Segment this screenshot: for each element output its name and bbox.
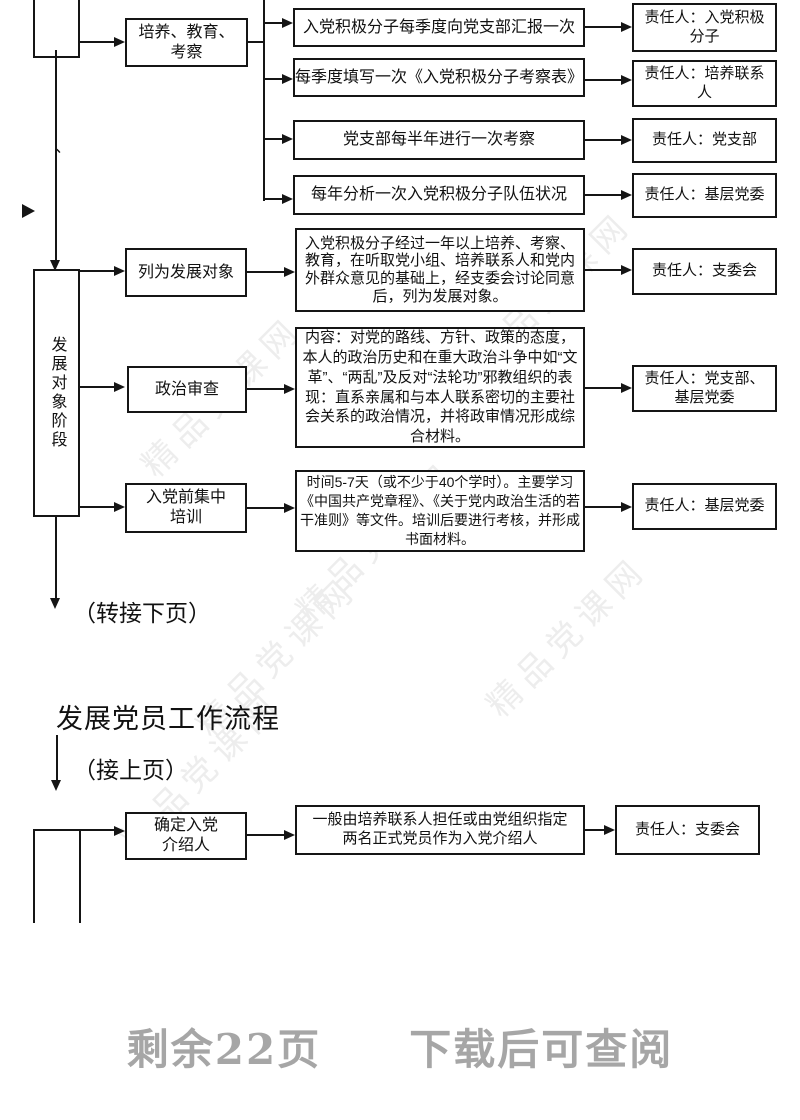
flow-box-halfyear-inspect: 党支部每半年进行一次考察 — [293, 120, 585, 160]
arrow-right-icon — [282, 74, 293, 84]
flow-box-cultivate-educate-inspect: 培养、教育、 考察 — [125, 18, 248, 67]
page-title: 发展党员工作流程 — [56, 704, 280, 734]
arrow-right-icon — [621, 383, 632, 393]
watermark-text: 精品党课网 — [479, 549, 656, 725]
arrow-right-icon — [621, 75, 632, 85]
flow-box-political-review: 政治审查 — [127, 366, 247, 413]
responsible-box: 责任人：支委会 — [615, 805, 760, 855]
connector-line — [33, 0, 35, 58]
arrow-right-icon — [621, 22, 632, 32]
flow-box-quarterly-form: 每季度填写一次《入党积极分子考察表》 — [293, 58, 585, 97]
flow-box-quarterly-report: 入党积极分子每季度向党支部汇报一次 — [293, 8, 585, 47]
connector-line — [80, 386, 114, 388]
connector-line — [78, 0, 80, 58]
connector-line — [33, 829, 114, 831]
responsible-box: 责任人：支委会 — [632, 248, 777, 295]
connector-line — [80, 41, 114, 43]
arrow-right-icon — [621, 135, 632, 145]
responsible-box: 责任人：党支部 — [632, 118, 777, 163]
connector-line — [585, 506, 621, 508]
arrow-down-icon — [50, 598, 60, 609]
arrow-right-icon — [282, 18, 293, 28]
responsible-box: 责任人：基层党委 — [632, 173, 777, 218]
from-prev-page-note: （接上页） — [73, 757, 188, 783]
connector-line — [585, 79, 621, 81]
connector-line — [247, 388, 284, 390]
arrow-right-icon — [114, 266, 125, 276]
connector-line — [248, 41, 264, 43]
to-next-page-note: （转接下页） — [73, 600, 211, 626]
arrow-right-icon — [284, 267, 295, 277]
arrow-right-icon — [284, 384, 295, 394]
connector-line — [247, 507, 284, 509]
connector-line — [33, 829, 35, 923]
connector-line — [264, 198, 282, 200]
connector-line — [247, 834, 284, 836]
arrow-right-icon — [284, 503, 295, 513]
connector-line — [264, 22, 282, 24]
description-box-list-as-target: 入党积极分子经过一年以上培养、考察、教育，在听取党小组、培养联系人和党内外群众意… — [295, 228, 585, 312]
arrow-right-icon — [114, 382, 125, 392]
flow-box-pre-admission-training: 入党前集中 培训 — [125, 483, 247, 533]
connector-line — [79, 829, 81, 923]
responsible-box: 责任人：入党积极 分子 — [632, 3, 777, 52]
remaining-pages-note: 剩余22页 下载后可查阅 — [126, 1025, 674, 1074]
connector-line — [585, 26, 621, 28]
connector-line — [55, 50, 57, 260]
responsible-box: 责任人：培养联系 人 — [632, 60, 777, 107]
description-box-political-review: 内容：对党的路线、方针、政策的态度，本人的政治历史和在重大政治斗争中如“文革”、… — [295, 327, 585, 448]
connector-line — [585, 139, 621, 141]
connector-line — [585, 269, 621, 271]
connector-line — [56, 735, 58, 780]
connector-line — [247, 271, 284, 273]
arrow-down-icon — [51, 780, 61, 791]
arrow-right-icon — [114, 502, 125, 512]
flow-box-list-as-target: 列为发展对象 — [125, 248, 247, 297]
arrow-down-icon — [50, 260, 60, 271]
connector-line — [585, 829, 604, 831]
connector-line — [264, 138, 282, 140]
arrow-right-icon — [22, 204, 35, 218]
flow-box-confirm-introducer: 确定入党 介绍人 — [125, 812, 247, 860]
description-box-introducer: 一般由培养联系人担任或由党组织指定 两名正式党员作为入党介绍人 — [295, 805, 585, 855]
arrow-right-icon — [114, 37, 125, 47]
arrow-right-icon — [284, 830, 295, 840]
arrow-right-icon — [621, 502, 632, 512]
description-box-training: 时间5-7天（或不少于40个学时）。主要学习《中国共产党章程》、《关于党内政治生… — [295, 470, 585, 552]
arrow-right-icon — [114, 826, 125, 836]
connector-line — [585, 387, 621, 389]
flow-box-annual-analysis: 每年分析一次入党积极分子队伍状况 — [293, 175, 585, 215]
connector-line — [264, 78, 282, 80]
responsible-box: 责任人：党支部、 基层党委 — [632, 365, 777, 412]
connector-line — [80, 506, 114, 508]
arrow-right-icon — [604, 825, 615, 835]
connector-line — [263, 0, 265, 201]
connector-line — [80, 270, 114, 272]
stray-comma-mark: 、 — [55, 139, 72, 156]
arrow-right-icon — [282, 134, 293, 144]
stage-box-development-target: 发展对象阶段 — [33, 269, 80, 517]
connector-line — [55, 517, 57, 598]
arrow-right-icon — [282, 194, 293, 204]
arrow-right-icon — [621, 190, 632, 200]
connector-line — [585, 194, 621, 196]
responsible-box: 责任人：基层党委 — [632, 483, 777, 530]
arrow-right-icon — [621, 265, 632, 275]
